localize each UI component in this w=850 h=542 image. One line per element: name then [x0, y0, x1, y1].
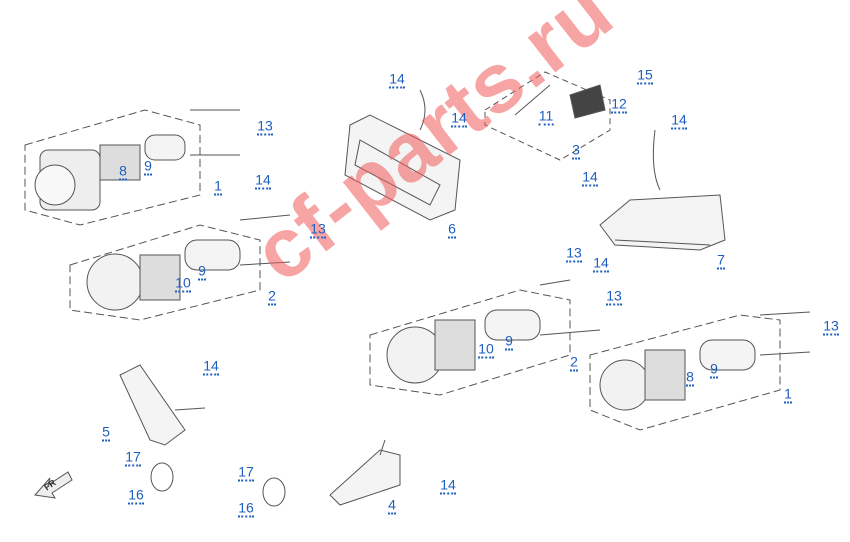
callout-part-10[interactable]: 10	[478, 340, 494, 359]
callout-part-1[interactable]: 1	[784, 385, 792, 404]
headlight-assembly-1b	[589, 311, 811, 431]
headlight-cover-6	[344, 89, 461, 221]
callout-part-14[interactable]: 14	[203, 357, 219, 376]
callout-part-15[interactable]: 15	[637, 66, 653, 85]
callout-part-9[interactable]: 9	[710, 360, 718, 379]
callout-part-9[interactable]: 9	[144, 157, 152, 176]
callout-part-14[interactable]: 14	[440, 476, 456, 495]
callout-part-9[interactable]: 9	[198, 262, 206, 281]
callout-part-13[interactable]: 13	[566, 244, 582, 263]
cover-4	[329, 439, 401, 506]
headlight-assembly-2	[69, 214, 291, 321]
callout-part-2[interactable]: 2	[268, 287, 276, 306]
callout-part-14[interactable]: 14	[671, 111, 687, 130]
clamp-16-left	[150, 462, 174, 492]
callout-part-1[interactable]: 1	[214, 177, 222, 196]
callout-part-10[interactable]: 10	[175, 274, 191, 293]
callout-part-14[interactable]: 14	[389, 70, 405, 89]
callout-part-14[interactable]: 14	[451, 109, 467, 128]
callout-part-3[interactable]: 3	[572, 141, 580, 160]
clamp-16-right	[262, 477, 286, 507]
callout-part-16[interactable]: 16	[238, 499, 254, 518]
callout-part-17[interactable]: 17	[125, 448, 141, 467]
callout-part-17[interactable]: 17	[238, 463, 254, 482]
cover-5	[119, 364, 206, 446]
callout-part-13[interactable]: 13	[257, 117, 273, 136]
headlight-assembly-1	[24, 109, 240, 226]
bulb-kit-3	[484, 71, 611, 161]
callout-part-11[interactable]: 11	[538, 107, 554, 126]
headlight-cover-7	[599, 129, 726, 251]
callout-part-8[interactable]: 8	[119, 162, 127, 181]
callout-part-12[interactable]: 12	[611, 95, 627, 114]
callout-part-13[interactable]: 13	[823, 317, 839, 336]
headlight-assembly-2b	[369, 279, 601, 396]
callout-part-2[interactable]: 2	[570, 353, 578, 372]
callout-part-16[interactable]: 16	[128, 486, 144, 505]
callout-part-6[interactable]: 6	[448, 220, 456, 239]
direction-arrow-icon	[34, 471, 73, 499]
callout-part-4[interactable]: 4	[388, 496, 396, 515]
callout-part-13[interactable]: 13	[606, 287, 622, 306]
callout-part-5[interactable]: 5	[102, 423, 110, 442]
callout-part-14[interactable]: 14	[593, 254, 609, 273]
callout-part-7[interactable]: 7	[717, 251, 725, 270]
callout-part-14[interactable]: 14	[582, 168, 598, 187]
callout-part-8[interactable]: 8	[686, 368, 694, 387]
callout-part-9[interactable]: 9	[505, 332, 513, 351]
callout-part-13[interactable]: 13	[310, 220, 326, 239]
callout-part-14[interactable]: 14	[255, 171, 271, 190]
